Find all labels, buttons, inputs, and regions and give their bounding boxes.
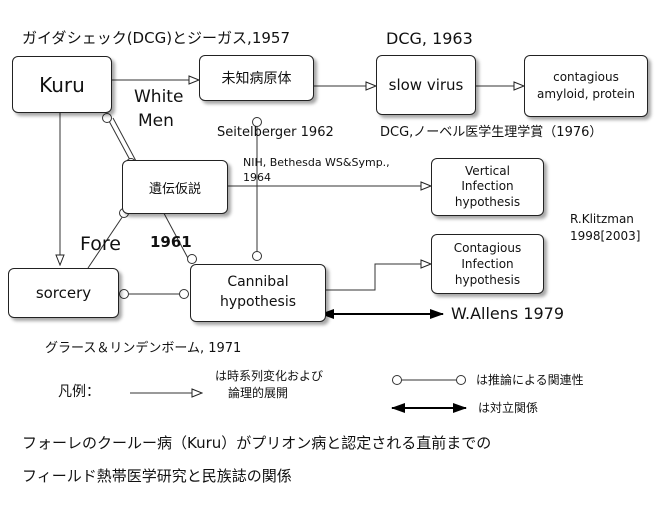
node-contagious-infection-line2: Infection — [461, 256, 514, 271]
header-dcg-1957: ガイダシェック(DCG)とジーガス,1957 — [22, 29, 290, 47]
node-vertical-infection-line2: Infection — [461, 179, 514, 194]
link-end-kuru-iden — [102, 113, 112, 123]
legend-circle-right — [456, 375, 466, 385]
node-vertical-infection: Vertical Infection hypothesis — [431, 158, 544, 216]
label-fore: Fore — [80, 233, 121, 255]
label-seitelberger: Seitelberger 1962 — [217, 125, 334, 140]
label-klitzman-line2: 1998[2003] — [570, 229, 641, 243]
node-slow-virus-label: slow virus — [388, 76, 464, 94]
link-iden-sorcery — [87, 209, 128, 269]
node-unknown-pathogen: 未知病原体 — [199, 55, 314, 101]
node-genetic-hypothesis: 遺伝仮説 — [122, 160, 228, 214]
caption-line2: フィールド熱帯医学研究と民族誌の関係 — [22, 467, 292, 485]
label-nih-line2: 1964 — [243, 171, 271, 184]
node-kuru: Kuru — [12, 56, 112, 113]
label-white: White — [134, 87, 184, 107]
node-cannibal-hypothesis-line2: hypothesis — [219, 294, 297, 310]
link-end-michi — [252, 117, 262, 127]
legend-circle-left — [392, 375, 402, 385]
label-nih-line1: NIH, Bethesda WS&Symp., — [243, 156, 390, 169]
link-end-cannibal-kuru — [187, 254, 197, 264]
node-cannibal-hypothesis-line1: Cannibal — [227, 274, 289, 291]
legend-title: 凡例： — [58, 384, 100, 400]
legend-double-text: は対立関係 — [478, 401, 539, 415]
label-men: Men — [138, 111, 174, 131]
node-cannibal-hypothesis: Cannibal hypothesis — [190, 264, 326, 322]
link-end-sorcery — [119, 289, 129, 299]
node-genetic-hypothesis-label: 遺伝仮説 — [148, 181, 201, 197]
node-contagious-amyloid-line1: contagious — [553, 69, 619, 84]
node-contagious-infection: Contagious Infection hypothesis — [431, 234, 544, 294]
legend-circle-text: は推論による関連性 — [476, 373, 584, 387]
node-unknown-pathogen-label: 未知病原体 — [221, 71, 292, 87]
label-wallens-1979: W.Allens 1979 — [451, 304, 565, 323]
node-contagious-amyloid: contagious amyloid, protein — [524, 55, 648, 117]
legend-arrow-text-line1: は時系列変化および — [215, 369, 324, 383]
legend-arrow-text-line2: 論理的展開 — [228, 386, 289, 400]
node-contagious-infection-line3: hypothesis — [454, 273, 521, 288]
node-vertical-infection-line1: Vertical — [465, 163, 510, 178]
label-1961: 1961 — [150, 233, 192, 251]
node-vertical-infection-line3: hypothesis — [454, 194, 521, 209]
label-klitzman-line1: R.Klitzman — [570, 212, 634, 226]
arrow-cannibal-contagious — [326, 264, 431, 291]
label-dcg-nobel: DCG,ノーベル医学生理学賞（1976） — [380, 125, 603, 140]
node-sorcery: sorcery — [8, 268, 119, 318]
caption-line1: フォーレのクールー病（Kuru）がプリオン病と認定される直前までの — [22, 434, 492, 452]
node-sorcery-label: sorcery — [35, 284, 92, 302]
node-slow-virus: slow virus — [376, 55, 476, 115]
node-contagious-infection-line1: Contagious — [453, 240, 522, 255]
node-kuru-label: Kuru — [39, 72, 85, 97]
label-glass-lindenbaum: グラース＆リンデンボーム, 1971 — [45, 341, 242, 356]
node-contagious-amyloid-line2: amyloid, protein — [536, 87, 636, 101]
header-dcg-1963: DCG, 1963 — [386, 29, 473, 48]
link-end-cannibal-sorcery — [179, 289, 189, 299]
link-kuru-iden — [108, 120, 131, 161]
link-end-cannibal-michi — [252, 251, 262, 261]
